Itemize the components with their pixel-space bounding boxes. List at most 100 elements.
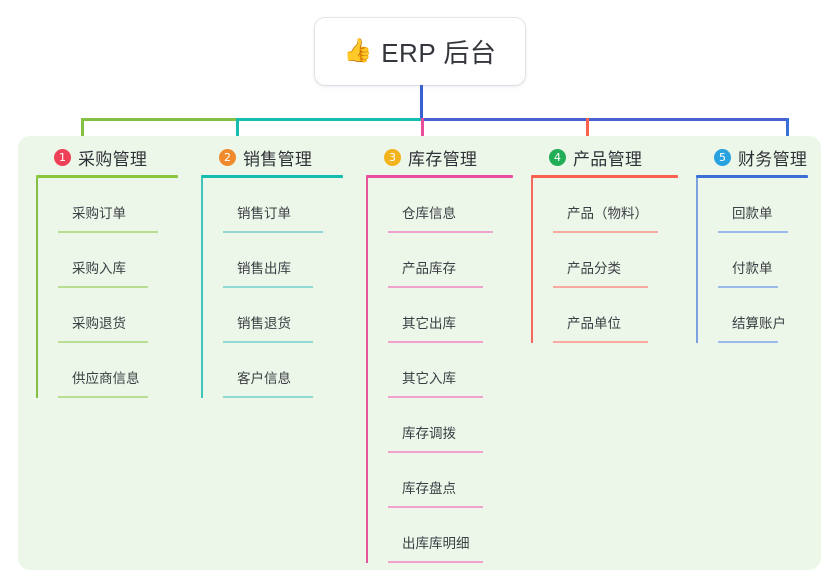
number-badge-icon: 4 (549, 148, 566, 166)
leaf-item[interactable]: 出库库明细 (388, 508, 531, 563)
leaf-rule (223, 396, 313, 398)
root-stem-connector (420, 85, 423, 119)
leaf-rule (388, 451, 483, 453)
leaf-label: 付款单 (732, 261, 773, 276)
column-title: 库存管理 (408, 149, 478, 169)
leaf-item[interactable]: 产品单位 (553, 288, 696, 343)
leaf-item[interactable]: 仓库信息 (388, 178, 531, 233)
drop-connector-1 (81, 118, 84, 145)
number-badge-icon: 5 (714, 148, 731, 166)
leaf-rule (718, 286, 778, 288)
leaf-label: 产品分类 (567, 261, 621, 276)
root-title: ERP 后台 (381, 38, 497, 68)
leaf-label: 采购退货 (72, 316, 126, 331)
leaf-rule (388, 341, 483, 343)
leaf-item[interactable]: 付款单 (718, 233, 826, 288)
leaf-label: 产品单位 (567, 316, 621, 331)
leaf-item[interactable]: 库存调拨 (388, 398, 531, 453)
column-rule (366, 175, 513, 178)
leaf-label: 结算账户 (732, 316, 786, 331)
leaf-item[interactable]: 销售订单 (223, 178, 361, 233)
leaf-rule (553, 341, 648, 343)
column-title: 销售管理 (243, 149, 313, 169)
leaf-rule (58, 396, 148, 398)
leaf-label: 客户信息 (237, 371, 291, 386)
leaf-rule (223, 341, 313, 343)
leaf-list: 回款单付款单结算账户 (696, 178, 826, 343)
leaf-item[interactable]: 其它出库 (388, 288, 531, 343)
leaf-rule (388, 396, 483, 398)
thumbs-up-icon: 👍 (343, 38, 373, 64)
leaf-item[interactable]: 供应商信息 (58, 343, 196, 398)
leaf-rule (718, 231, 788, 233)
column-header-4[interactable]: 4 产品管理 (531, 146, 696, 169)
column-spine (696, 178, 698, 343)
leaf-rule (58, 231, 158, 233)
bus-segment-1 (81, 118, 236, 121)
leaf-label: 销售出库 (237, 261, 291, 276)
column-spine (366, 178, 368, 563)
leaf-rule (223, 286, 313, 288)
number-badge-icon: 3 (384, 148, 401, 166)
leaf-rule (58, 341, 148, 343)
column-5: 5 财务管理回款单付款单结算账户 (696, 146, 826, 343)
leaf-label: 其它出库 (402, 316, 456, 331)
drop-connector-4 (586, 118, 589, 145)
leaf-label: 供应商信息 (72, 371, 140, 386)
leaf-list: 产品（物料） 产品分类产品单位 (531, 178, 696, 343)
leaf-rule (388, 286, 483, 288)
leaf-label: 库存调拨 (402, 426, 456, 441)
column-spine (36, 178, 38, 398)
column-title: 财务管理 (738, 149, 808, 169)
leaf-item[interactable]: 回款单 (718, 178, 826, 233)
column-3: 3 库存管理仓库信息产品库存其它出库其它入库库存调拨库存盘点出库库明细 (366, 146, 531, 563)
leaf-item[interactable]: 客户信息 (223, 343, 361, 398)
leaf-rule (718, 341, 778, 343)
leaf-rule (58, 286, 148, 288)
leaf-item[interactable]: 产品库存 (388, 233, 531, 288)
leaf-list: 销售订单销售出库销售退货客户信息 (201, 178, 361, 398)
leaf-item[interactable]: 销售退货 (223, 288, 361, 343)
leaf-label: 产品库存 (402, 261, 456, 276)
leaf-item[interactable]: 采购订单 (58, 178, 196, 233)
leaf-rule (388, 506, 483, 508)
leaf-item[interactable]: 库存盘点 (388, 453, 531, 508)
leaf-label: 采购订单 (72, 206, 126, 221)
leaf-item[interactable]: 产品（物料） (553, 178, 696, 233)
leaf-label: 采购入库 (72, 261, 126, 276)
leaf-label: 回款单 (732, 206, 773, 221)
leaf-rule (553, 286, 648, 288)
column-title: 产品管理 (573, 149, 643, 169)
leaf-item[interactable]: 采购入库 (58, 233, 196, 288)
drop-connector-2 (236, 118, 239, 145)
column-rule (696, 175, 808, 178)
column-title: 采购管理 (78, 149, 148, 169)
column-rule (36, 175, 178, 178)
leaf-label: 仓库信息 (402, 206, 456, 221)
drop-connector-5 (786, 118, 789, 145)
leaf-item[interactable]: 结算账户 (718, 288, 826, 343)
leaf-rule (388, 231, 493, 233)
leaf-item[interactable]: 销售出库 (223, 233, 361, 288)
leaf-label: 库存盘点 (402, 481, 456, 496)
column-4: 4 产品管理产品（物料） 产品分类产品单位 (531, 146, 696, 343)
column-spine (201, 178, 203, 398)
column-header-5[interactable]: 5 财务管理 (696, 146, 826, 169)
column-spine (531, 178, 533, 343)
root-node[interactable]: 👍 ERP 后台 (315, 18, 525, 85)
column-header-3[interactable]: 3 库存管理 (366, 146, 531, 169)
leaf-label: 出库库明细 (402, 536, 470, 551)
column-rule (531, 175, 678, 178)
drop-connector-3 (421, 118, 424, 145)
bus-segment-2 (236, 118, 421, 121)
leaf-rule (388, 561, 483, 563)
leaf-item[interactable]: 采购退货 (58, 288, 196, 343)
bus-segment-3 (421, 118, 786, 121)
leaf-item[interactable]: 其它入库 (388, 343, 531, 398)
diagram-panel (18, 136, 821, 570)
leaf-label: 销售退货 (237, 316, 291, 331)
leaf-item[interactable]: 产品分类 (553, 233, 696, 288)
